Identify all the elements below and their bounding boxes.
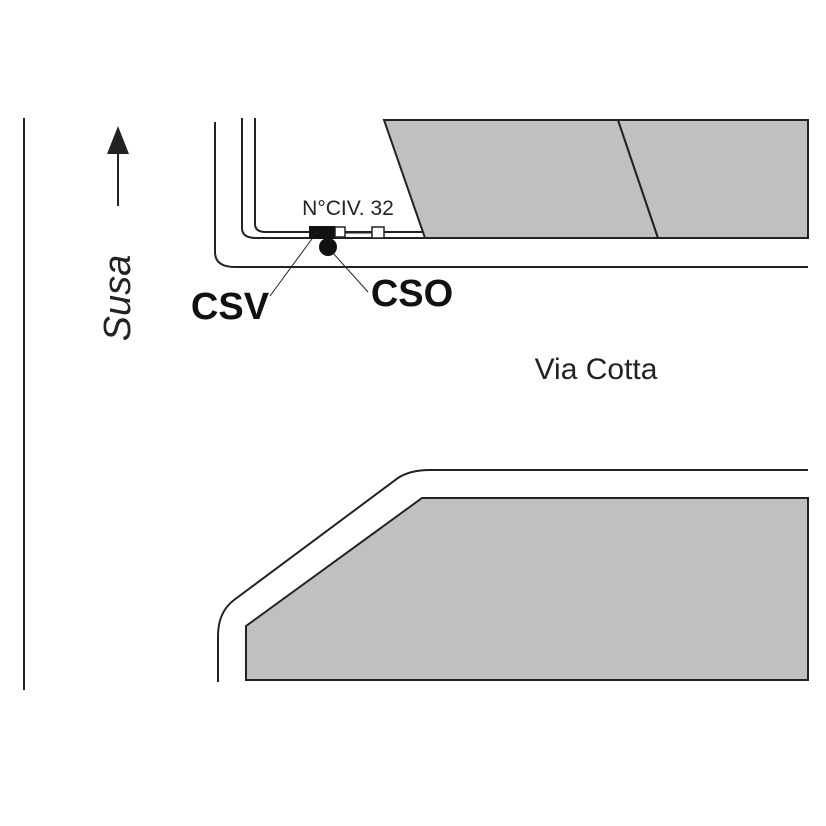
upper-building-a <box>382 119 660 239</box>
house-number-label: N°CIV. 32 <box>302 197 394 220</box>
meter-box-icon <box>334 226 346 238</box>
csv-leader-line <box>269 231 318 297</box>
cso-leader-line <box>331 251 369 293</box>
street-label-susa: Susa <box>97 255 139 342</box>
lower-sidewalk-outline <box>217 469 808 682</box>
upper-building-inner-line <box>254 118 424 233</box>
upper-building-outline <box>241 118 425 239</box>
valve-box-icon <box>309 226 335 239</box>
arrow-up-icon <box>107 126 129 206</box>
csv-label: CSV <box>191 286 270 328</box>
meter-box-icon-2 <box>371 226 385 239</box>
street-label-via-cotta: Via Cotta <box>535 353 658 386</box>
lower-building <box>245 497 809 681</box>
cso-label: CSO <box>371 273 453 315</box>
circle-point-icon <box>319 238 337 256</box>
upper-sidewalk-outline <box>214 122 808 268</box>
